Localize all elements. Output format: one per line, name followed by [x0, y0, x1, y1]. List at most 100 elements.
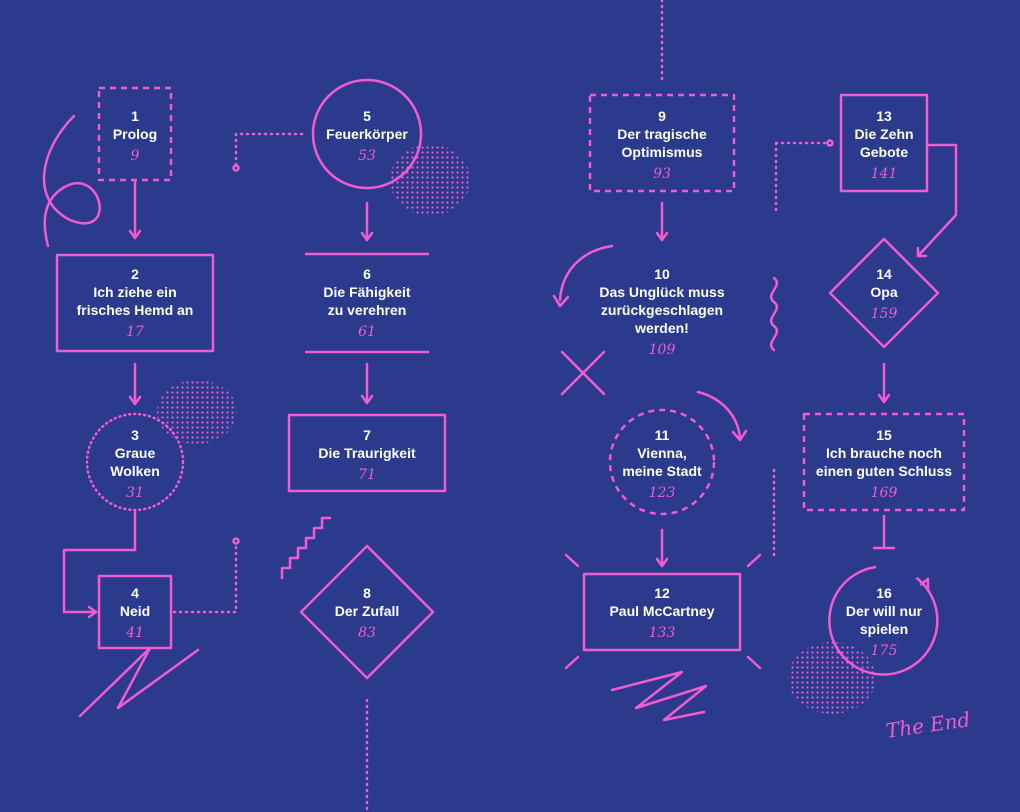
arrowhead-icon [731, 429, 748, 442]
chapter-number: 4 [131, 585, 139, 601]
curved-arrow-icon [696, 390, 742, 440]
chapter-page-number: 9 [131, 148, 140, 164]
chapter-number: 7 [363, 427, 371, 443]
cross-icon [560, 350, 606, 396]
chapter-box-9 [588, 93, 736, 193]
chapter-title-line: frisches Hemd an [77, 302, 194, 318]
arrowhead-icon [877, 393, 891, 404]
curved-arrow-icon [558, 244, 614, 302]
stipple-texture [788, 642, 876, 714]
dot-end-icon [826, 139, 834, 147]
arrow-13-14 [916, 143, 958, 258]
chapter-node-9 [588, 93, 736, 193]
chapter-page-number: 71 [358, 467, 376, 483]
arrowhead-icon [655, 231, 669, 242]
arrowhead-icon [128, 395, 142, 406]
chapter-page-number: 159 [871, 306, 898, 322]
chapter-title-line: Das Unglück muss [599, 284, 724, 300]
chapter-page-number: 93 [653, 166, 671, 182]
arrow-9-10 [655, 201, 669, 242]
arrowhead-icon [919, 577, 930, 589]
dot-end-icon [232, 164, 240, 172]
arrowhead-icon [360, 231, 374, 242]
chapter-number: 13 [876, 108, 892, 124]
chapter-node-2 [55, 253, 215, 353]
chapter-circle-5 [311, 78, 423, 190]
chapter-circle-16 [828, 565, 939, 676]
chapter-title-line: Neid [120, 603, 150, 619]
chapter-node-15 [802, 412, 966, 512]
chapter-title-line: einen guten Schluss [816, 463, 952, 479]
arrowhead-icon [360, 394, 374, 405]
chapter-title-line: Prolog [113, 126, 157, 142]
chapter-number: 15 [876, 427, 892, 443]
chapter-diamond-14 [828, 237, 940, 349]
chapter-title-line: Paul McCartney [609, 603, 714, 619]
chapter-node-14 [828, 237, 940, 349]
arrowhead-icon [552, 294, 570, 308]
chapter-title-line: zurückgeschlagen [601, 302, 723, 318]
chapter-node-8 [299, 544, 435, 680]
chapter-title-line: Der will nur [846, 603, 923, 619]
bar-15-16 [872, 514, 896, 550]
chapter-title-line: Feuerkörper [326, 126, 408, 142]
zigzag-scribble-icon [610, 670, 708, 722]
chapter-page-number: 41 [125, 625, 144, 641]
arrow-3-4 [62, 510, 137, 619]
swirl-icon [42, 114, 101, 248]
chapter-title-line: Die Traurigkeit [318, 445, 416, 461]
stipple-texture [390, 144, 470, 216]
chapter-node-4 [97, 574, 173, 650]
chapter-title-line: meine Stadt [622, 463, 702, 479]
chapter-node-11 [608, 408, 716, 516]
chapter-diamond-8 [299, 544, 435, 680]
chapter-page-number: 169 [871, 485, 898, 501]
chapter-title-line: Die Zehn [854, 126, 913, 142]
arrowhead-icon [916, 246, 928, 258]
chapter-page-number: 141 [871, 166, 898, 182]
stipple-texture [157, 380, 237, 444]
arrow-6-7 [360, 362, 374, 405]
arrow-14-15 [877, 362, 891, 404]
chapter-number: 2 [131, 266, 139, 282]
chapter-number: 5 [363, 108, 371, 124]
chapter-title-line: Die Fähigkeit [323, 284, 410, 300]
arrowhead-icon [655, 557, 669, 568]
chapter-title-line: Ich brauche noch [826, 445, 942, 461]
chapter-number: 14 [876, 266, 892, 282]
chapter-page-number: 61 [358, 324, 376, 340]
chapter-box-2 [55, 253, 215, 353]
dot-end-icon [232, 537, 240, 545]
chapter-box-1 [97, 86, 173, 182]
chapter-node-3 [85, 412, 185, 512]
chapter-node-5 [311, 78, 423, 190]
arrowhead-icon [87, 605, 98, 619]
chapter-title-line: werden! [634, 320, 689, 336]
wave-icon [769, 276, 779, 352]
chapter-circle-11 [608, 408, 716, 516]
chapter-title-line: Graue [115, 445, 156, 461]
chapter-page-number: 17 [126, 324, 144, 340]
chapter-page-number: 175 [871, 643, 898, 659]
chapter-number: 1 [131, 108, 139, 124]
chapter-title-line: Optimismus [622, 144, 703, 160]
chapter-title-line: Wolken [110, 463, 160, 479]
chapter-node-16 [828, 565, 939, 676]
chapter-title-line: Vienna, [637, 445, 687, 461]
burst-rays-icon [564, 553, 762, 670]
chapter-page-number: 53 [358, 148, 376, 164]
chapter-node-6 [305, 252, 429, 354]
chapter-node-1 [97, 86, 173, 182]
